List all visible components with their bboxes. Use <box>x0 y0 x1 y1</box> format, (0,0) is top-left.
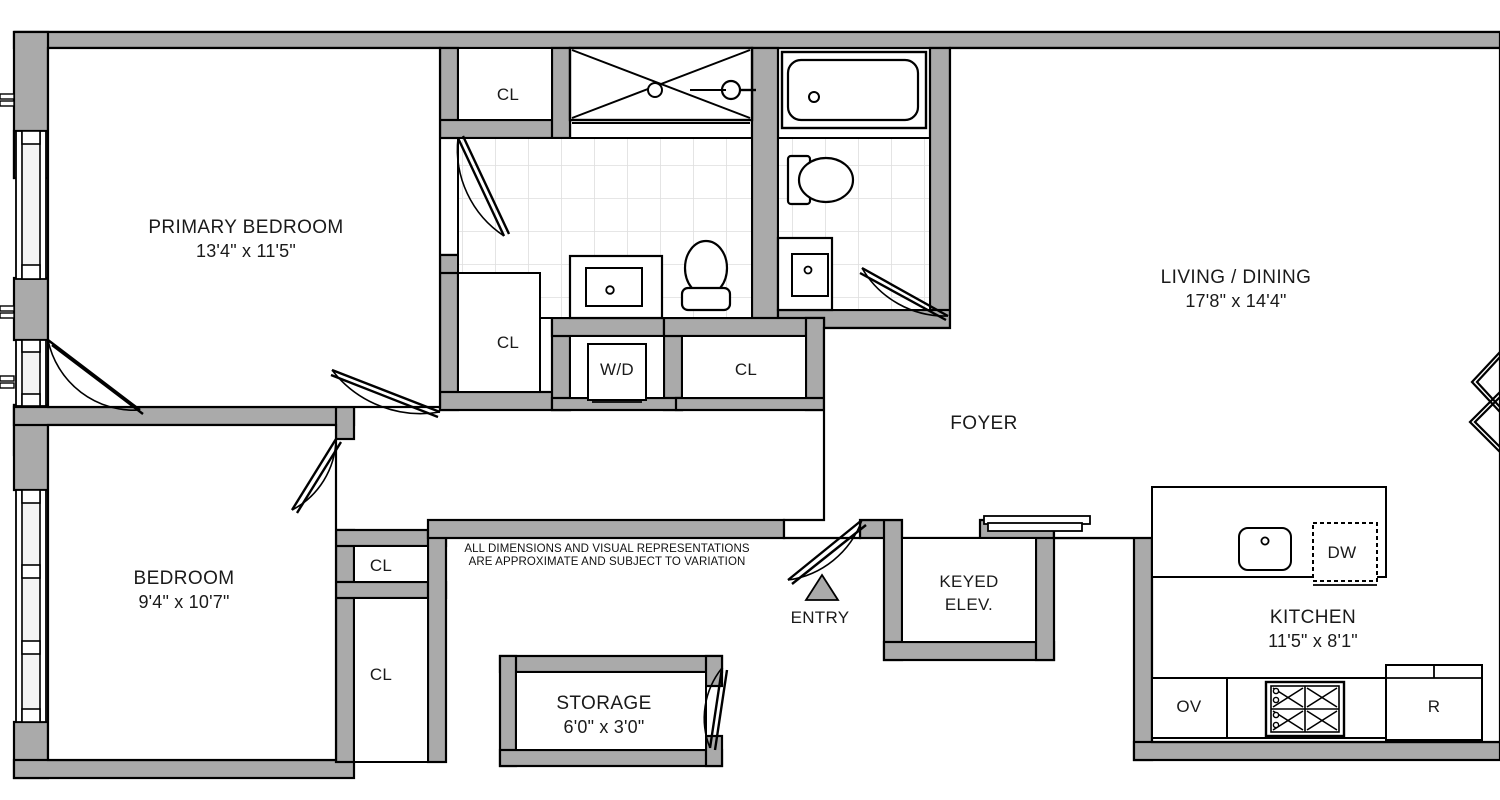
bathtub-fixture <box>780 50 928 130</box>
room-label-living-dining: LIVING / DINING <box>1161 267 1312 288</box>
room-text-labels: PRIMARY BEDROOM 13'4" x 11'5" BEDROOM 9'… <box>134 85 1441 737</box>
disclaimer-line-2: ARE APPROXIMATE AND SUBJECT TO VARIATION <box>469 556 746 568</box>
door-swings <box>47 135 1500 751</box>
vanity-main-bath <box>776 236 834 312</box>
toilet-fixture-main <box>786 154 855 206</box>
shower-fixture <box>568 46 756 124</box>
room-dims-storage: 6'0" x 3'0" <box>564 717 645 737</box>
room-label-kitchen: KITCHEN <box>1270 607 1356 628</box>
room-label-primary-bedroom: PRIMARY BEDROOM <box>148 217 343 238</box>
closet-label-bedroom-bottom: CL <box>370 665 392 684</box>
room-dims-kitchen: 11'5" x 8'1" <box>1268 631 1358 651</box>
closet-label-hall-left: CL <box>497 333 519 352</box>
room-dims-primary-bedroom: 13'4" x 11'5" <box>196 241 296 261</box>
oven-label: OV <box>1176 697 1202 716</box>
washer-dryer-unit <box>587 343 647 403</box>
elevator-label-line1: KEYED <box>939 572 998 591</box>
entry-triangle-icon <box>804 573 840 601</box>
refrigerator-label: R <box>1428 697 1441 716</box>
room-label-storage: STORAGE <box>556 693 651 714</box>
room-label-foyer: FOYER <box>950 413 1017 434</box>
disclaimer-line-1: ALL DIMENSIONS AND VISUAL REPRESENTATION… <box>464 543 750 555</box>
closet-label-bedroom-top: CL <box>370 556 392 575</box>
closet-label-hall-right: CL <box>735 360 757 379</box>
vanity-secondary-bath <box>568 254 664 320</box>
windows-left-wall <box>0 93 47 723</box>
room-label-bedroom: BEDROOM <box>134 568 235 589</box>
entry-label: ENTRY <box>791 608 850 627</box>
closet-label-primary-top: CL <box>497 85 519 104</box>
dishwasher-label: DW <box>1328 543 1357 562</box>
tiled-bathroom-floors <box>457 137 931 319</box>
toilet-fixture-secondary <box>680 239 732 312</box>
washer-dryer-label: W/D <box>600 360 634 379</box>
kitchen-fixtures <box>1151 486 1483 741</box>
sliding-door-kitchen <box>983 515 1091 532</box>
room-dims-living-dining: 17'8" x 14'4" <box>1185 291 1286 311</box>
room-dims-bedroom: 9'4" x 10'7" <box>138 592 229 612</box>
elevator-label-line2: ELEV. <box>945 595 993 614</box>
